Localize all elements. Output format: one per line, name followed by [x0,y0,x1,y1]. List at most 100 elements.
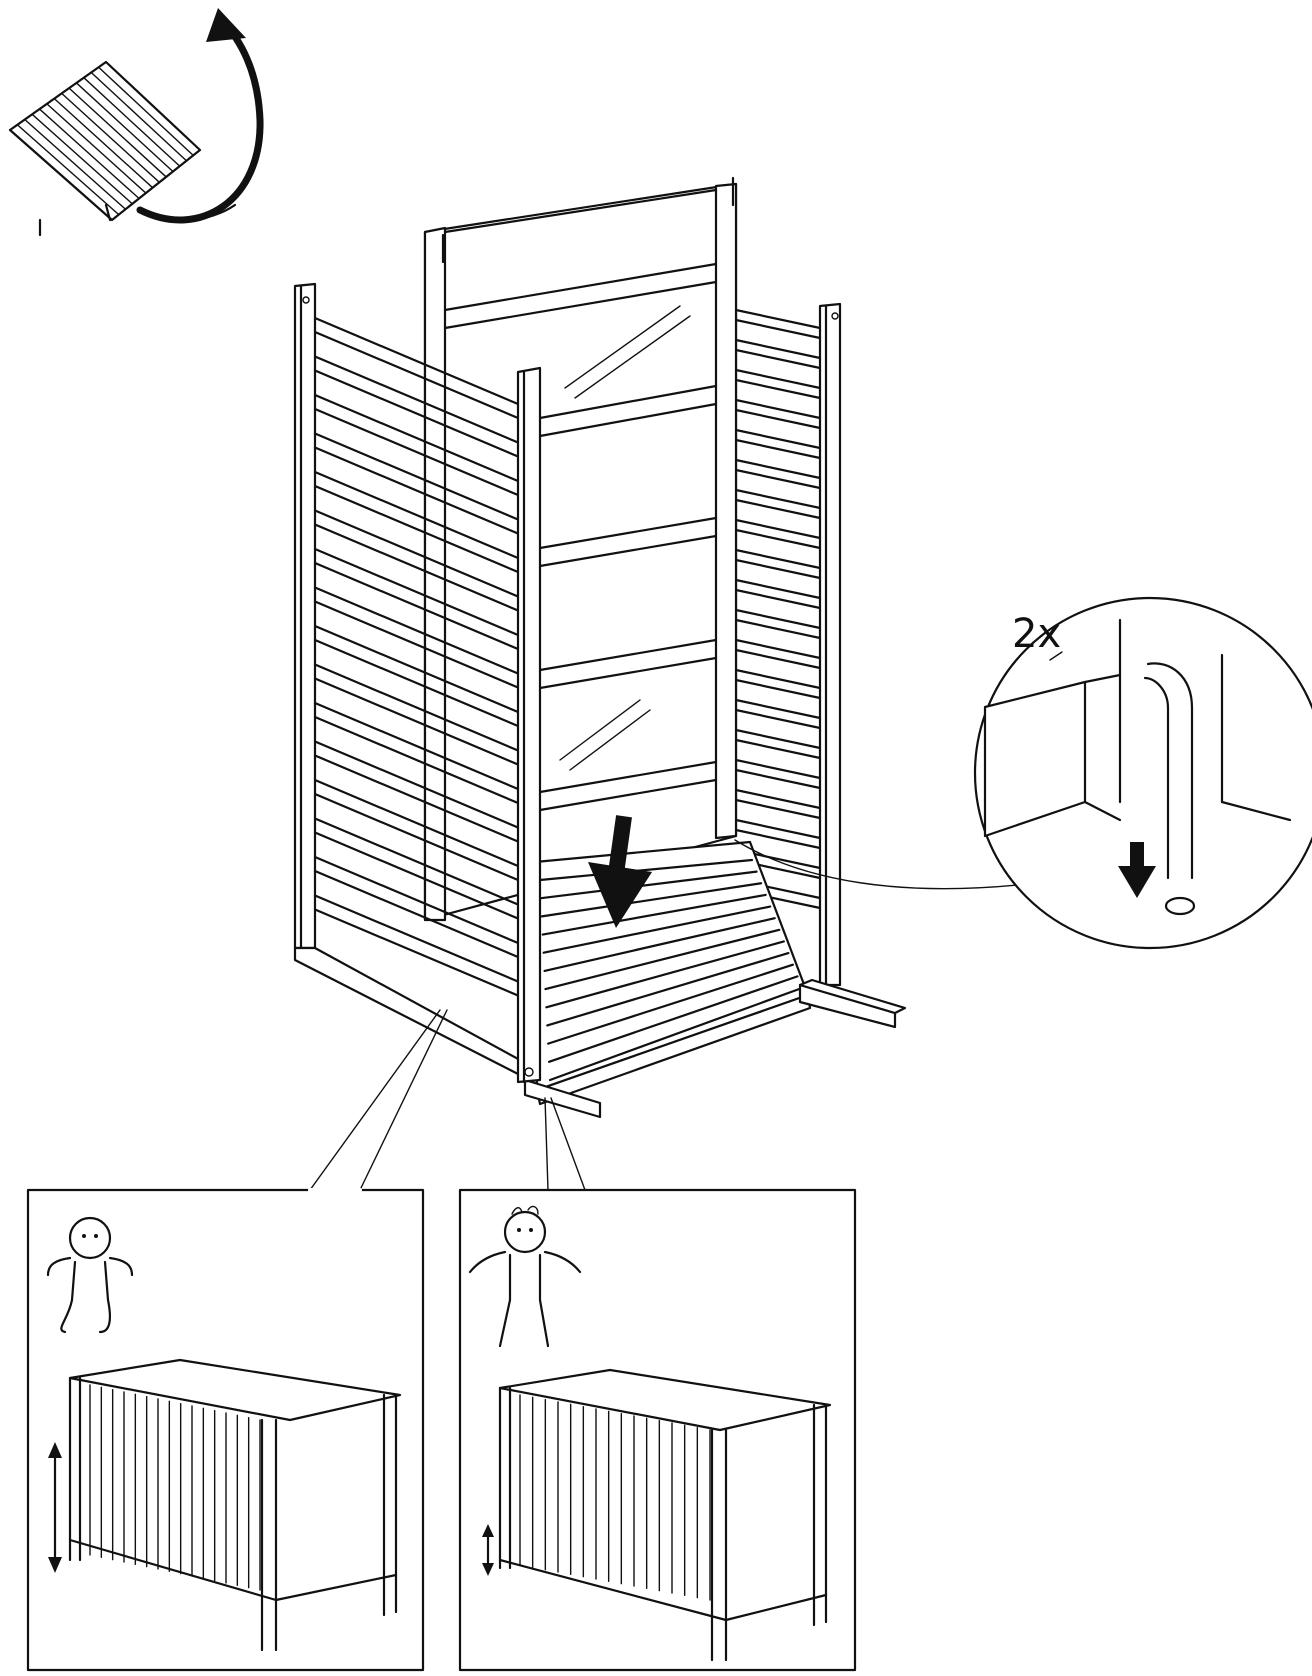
slat [546,951,790,1027]
slat [313,663,520,752]
slat [538,858,754,882]
slat [734,558,822,580]
slat [547,975,799,1063]
slat [24,118,127,210]
slat [734,468,822,490]
slat [734,708,822,730]
back-panel [423,176,738,922]
slat [313,740,520,829]
slat [540,882,763,918]
slat [545,940,785,1009]
slat [16,124,120,216]
curved-rotate-arrow-icon [136,8,264,224]
slat [313,701,520,791]
left-side-panel [293,282,839,1084]
slat [734,318,822,340]
slat [734,588,822,610]
crib-low-position [498,1368,832,1662]
right-side-panel [734,302,842,987]
down-arrow-icon [588,815,652,928]
slat [313,715,520,805]
slat [313,561,520,651]
quantity-label: 2x [1012,611,1062,657]
slat [734,578,822,600]
slat [46,103,147,194]
flip-frame-miniature [8,60,202,237]
slat [313,638,520,728]
slat [734,768,822,790]
slat [313,600,520,689]
slat [60,92,161,184]
slat [313,831,520,920]
slat [734,408,822,430]
slat [539,870,758,900]
slat [313,792,520,882]
slat [313,369,520,458]
slat [313,547,520,637]
crib-assembly [293,176,1046,1191]
slat [734,488,822,510]
slat [734,608,822,630]
slat [90,71,188,162]
slat [313,586,520,675]
slat [734,818,822,840]
toddler-standing-icon [468,1205,582,1348]
slat [313,754,520,843]
slat [313,817,520,906]
slat [734,378,822,400]
slat [734,638,822,660]
slat [313,908,520,997]
slat [313,624,520,714]
slat [734,648,822,670]
slat [548,986,804,1082]
slat [734,438,822,460]
slat [313,446,520,535]
height-range-arrow-icon [482,1524,494,1576]
slat [734,698,822,720]
slat [734,528,822,550]
slat [734,758,822,780]
slat [313,484,520,574]
slat [313,778,520,868]
hook-detail-callout [973,596,1312,950]
slat [68,87,167,178]
slat [313,330,520,420]
slat [734,308,822,330]
slat [9,129,113,221]
slat [313,509,520,598]
slat [734,458,822,480]
high-mattress-position-panel [26,1188,425,1672]
slat [83,76,181,167]
slat [734,668,822,690]
slat [734,518,822,540]
slat [541,893,767,936]
slat [313,894,520,983]
slat [31,113,134,205]
slat [97,66,194,157]
slat [734,428,822,450]
slat [734,828,822,850]
slat [313,677,520,766]
slat [543,917,776,973]
height-range-arrow-icon [48,1442,62,1573]
slat [105,61,201,151]
slat [734,548,822,570]
slat [734,338,822,360]
slat [313,355,520,444]
slat [313,432,520,521]
slat [734,498,822,520]
low-mattress-position-panel [458,1188,857,1672]
slat [734,368,822,390]
slat [544,928,781,991]
slat [734,728,822,750]
slat [734,348,822,370]
slat [734,788,822,810]
infant-lying-icon [46,1216,134,1334]
detail-down-arrow-icon [1118,842,1156,898]
slat [75,82,174,173]
slatted-base [523,840,907,1119]
slat [313,855,520,945]
slat [547,963,795,1045]
crib-high-position [68,1358,402,1652]
